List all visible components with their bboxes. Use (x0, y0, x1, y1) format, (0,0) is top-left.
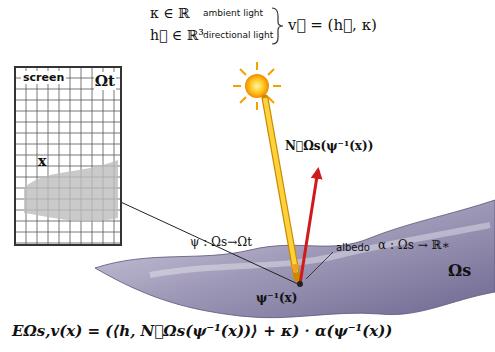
screen-panel: screen Ωt (14, 66, 122, 246)
sun (245, 74, 269, 98)
screen-grid (16, 68, 120, 244)
domain-label: Ωs (448, 262, 471, 280)
point-label: x (38, 154, 46, 169)
domain-label: Ωt (94, 72, 116, 90)
brace (272, 8, 283, 44)
light-ray-outline (265, 98, 297, 278)
screen-label: screen (21, 71, 66, 84)
formula-label: v⃗ = (h⃗, κ) (288, 17, 377, 34)
annotation: ambient light (203, 9, 263, 19)
equation: EΩs,v(x) = (⟨h, N⃗Ωs(ψ⁻¹(x))⟩ + κ) · α(ψ… (12, 323, 392, 340)
normal-arrow (300, 170, 318, 284)
light-ray (265, 98, 296, 272)
formula-label: α : Ωs → ℝ∗ (378, 239, 450, 252)
formula-label: h⃗ ∈ ℝ³ (150, 28, 204, 43)
annotation: directional light (203, 31, 273, 41)
formula-label: κ ∈ ℝ (150, 6, 190, 21)
annotation: albedo (336, 242, 370, 253)
sun-rays (233, 62, 281, 110)
point-label: ψ⁻¹(x) (256, 292, 297, 305)
mapping-label: ψ : Ωs→Ωt (190, 236, 252, 249)
normal-label: N⃗Ωs(ψ⁻¹(x)) (285, 140, 373, 153)
surface-highlight (150, 225, 490, 275)
leader-line (306, 252, 333, 279)
